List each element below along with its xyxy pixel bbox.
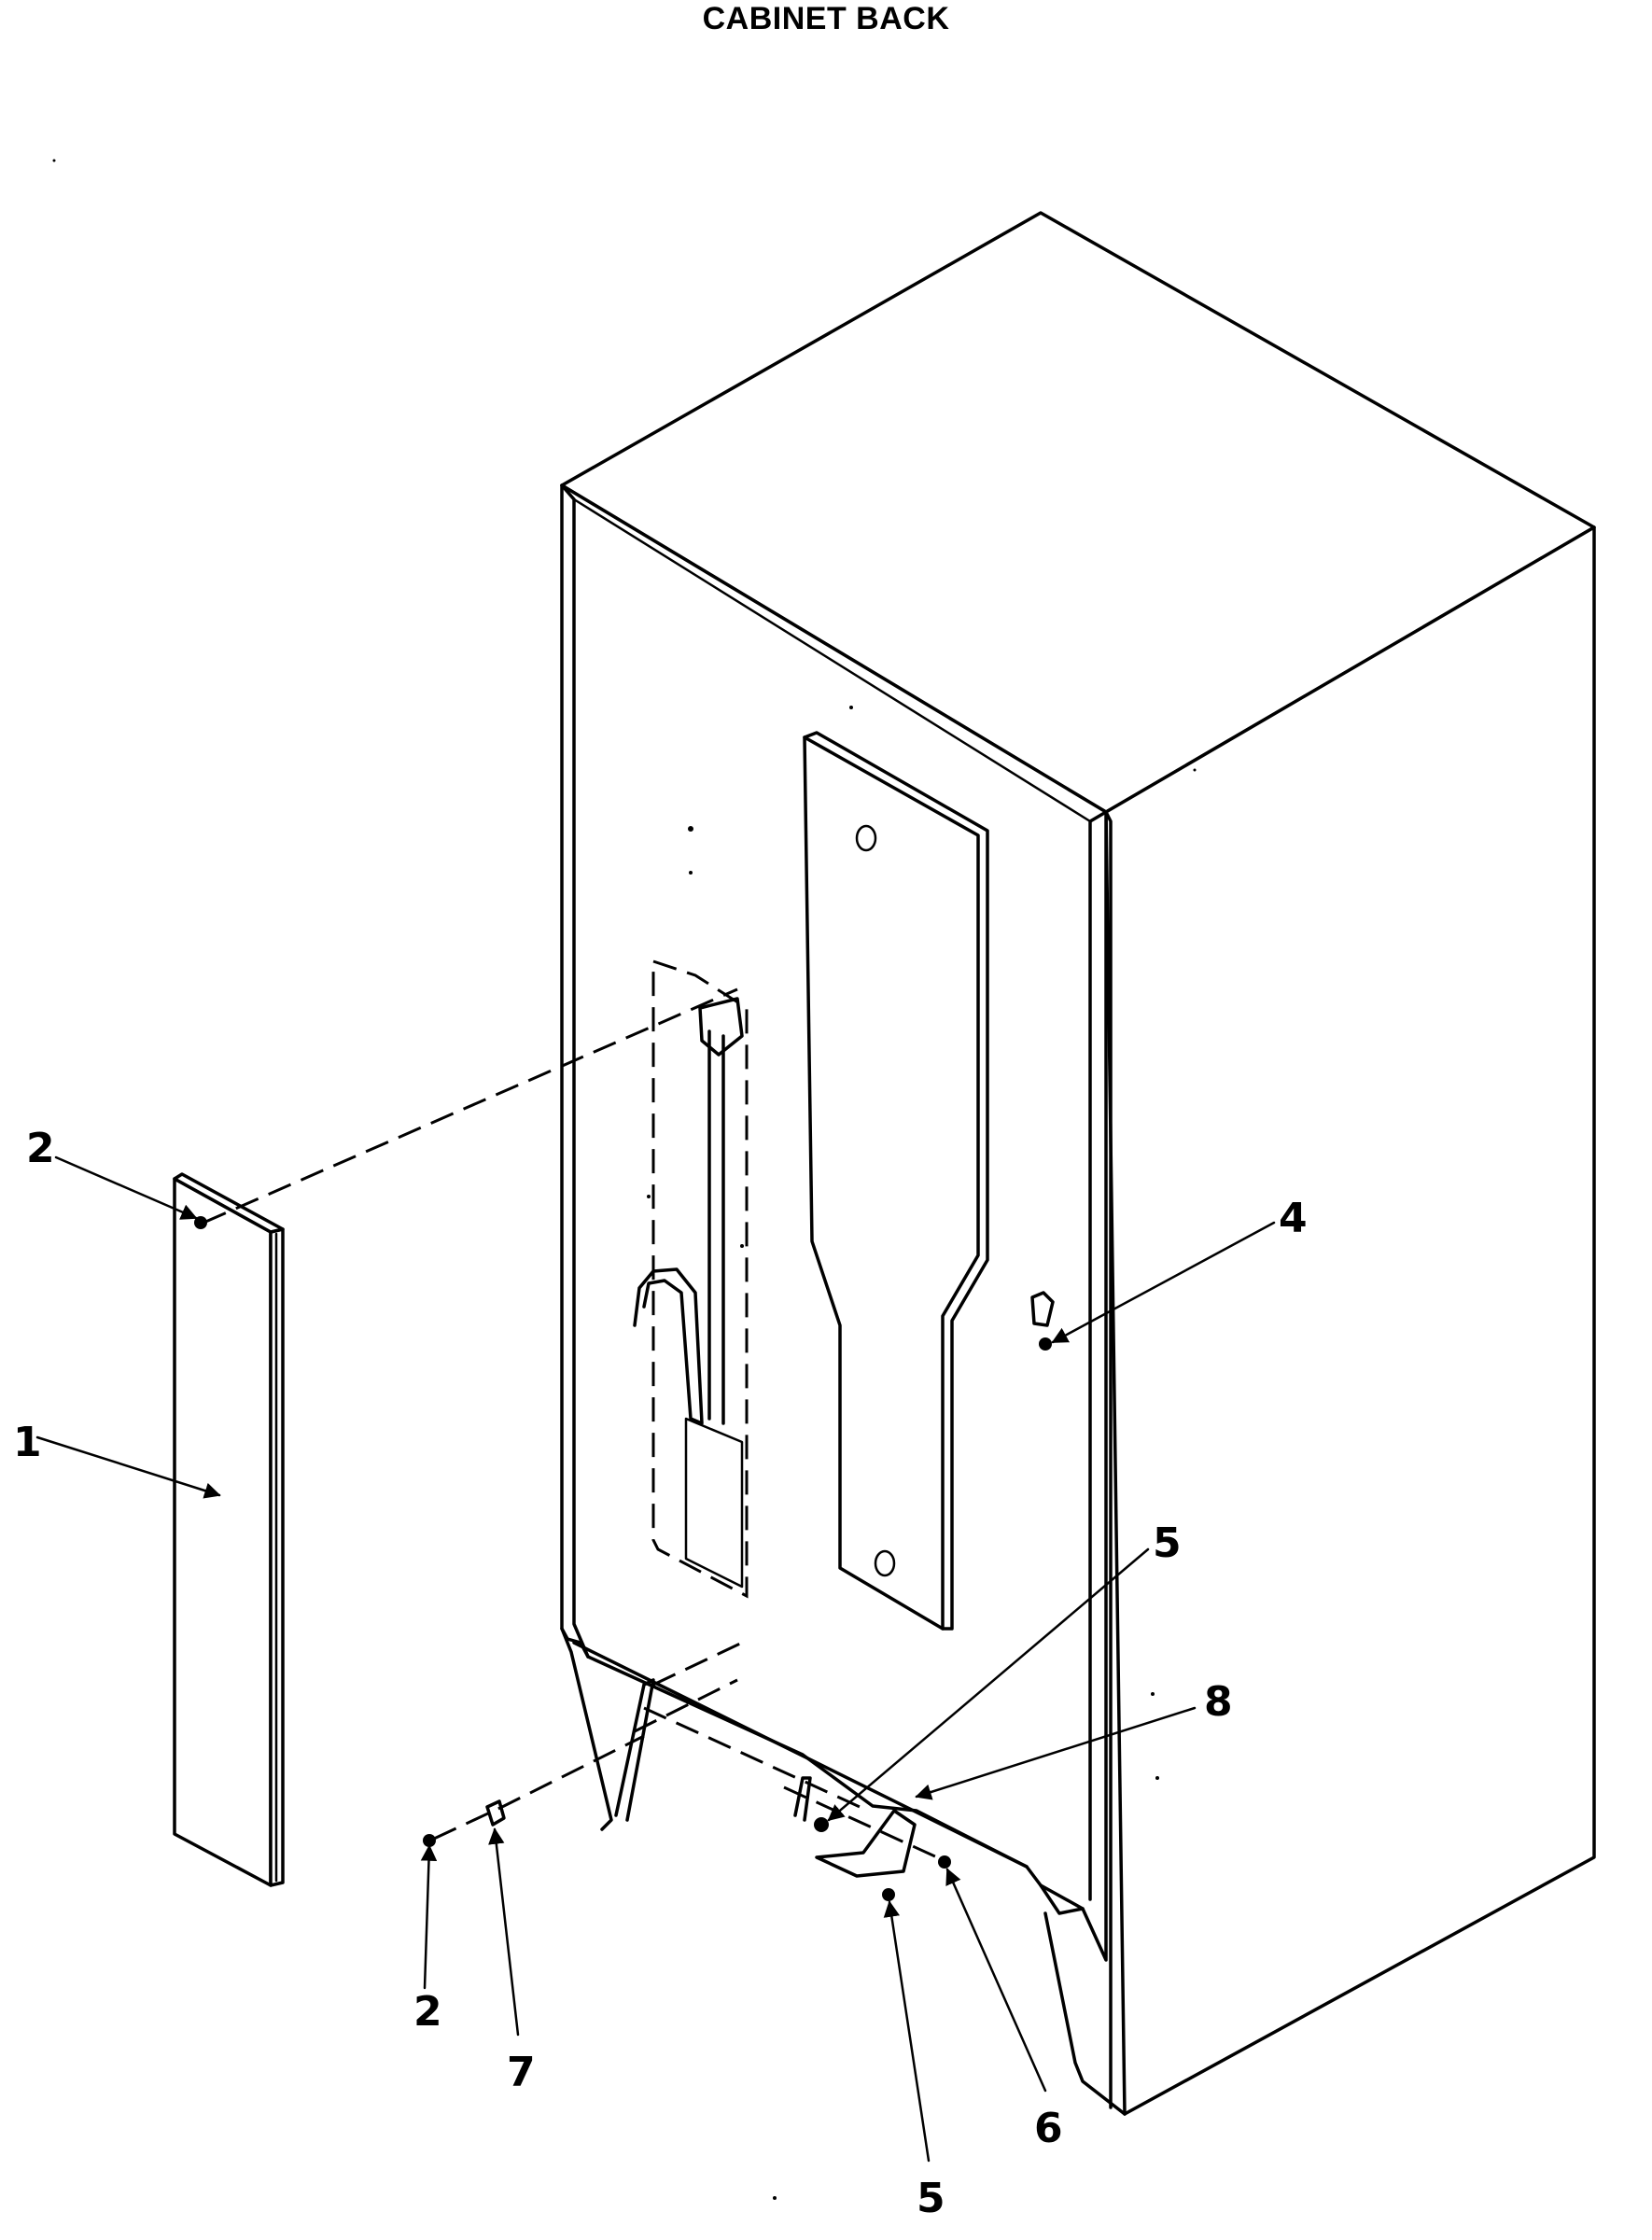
callout-2-upper: 2 [26,1125,55,1172]
small-hook [793,1776,812,1822]
callout-5-lower: 5 [917,2175,945,2222]
drain-tube [633,1267,704,1425]
leader-7 [488,1827,520,2037]
part5-screw-upper [814,1817,829,1832]
left-bottom-bracket [614,1678,655,1822]
bottom-bracket-area [614,1641,917,1878]
leader-6 [945,1868,1047,2093]
leader-1 [35,1435,221,1499]
channel-outline [651,959,749,1599]
leader-2b [420,1844,438,1990]
part4-screw [1039,1337,1052,1351]
part8-bracket [815,1809,917,1878]
part1-panel-front [173,1177,273,1887]
part6-screw [938,1855,951,1869]
cabinet-bottom-rail [572,1641,1029,1869]
part4-clip-body [1030,1291,1055,1327]
refrigerator-cabinet [560,211,1596,2116]
leader-8 [915,1706,1197,1800]
leader-5a [827,1547,1150,1822]
leader-5b [883,1900,931,2163]
part7-body [485,1799,506,1827]
diagram-title: CABINET BACK [702,1,950,36]
part5-screw-lower [882,1888,895,1901]
top-rim-line [572,497,1092,823]
water-valve [698,997,744,1057]
callout-6: 6 [1034,2105,1063,2152]
cabinet-left-leg [560,1627,613,1831]
part1-panel-top [173,1172,285,1234]
scan-specks [52,159,1197,2200]
back-cover-panel [803,731,989,1631]
callout-7: 7 [507,2049,536,2096]
assembly-line-right [783,1785,948,1864]
cabinet-right-leg [1039,1883,1127,2116]
assembly-line-lower [433,1734,645,1841]
water-tube [707,1029,725,1425]
part7-bracket-small [485,1799,506,1827]
water-line-channel [633,959,749,1599]
callout-8: 8 [1204,1678,1233,1726]
callout-2-lower: 2 [413,1988,442,2036]
cover-panel-edge [803,731,989,1631]
channel-inner [684,1417,744,1589]
cabinet-side-face [1104,525,1596,2116]
callout-4: 4 [1279,1195,1308,1242]
callout-5-upper: 5 [1153,1519,1182,1567]
leader-2a [54,1155,198,1220]
part4-clip [1030,1291,1055,1351]
bottom-dashed-rail [634,1641,869,1813]
cover-hole-top [855,824,877,852]
part1-panel [173,1172,285,1887]
part2-screw-lower [423,1834,436,1847]
callout-1: 1 [13,1419,42,1466]
cover-hole-bottom [874,1549,896,1577]
leader-4 [1051,1221,1276,1344]
assembly-line-upper [203,987,738,1225]
